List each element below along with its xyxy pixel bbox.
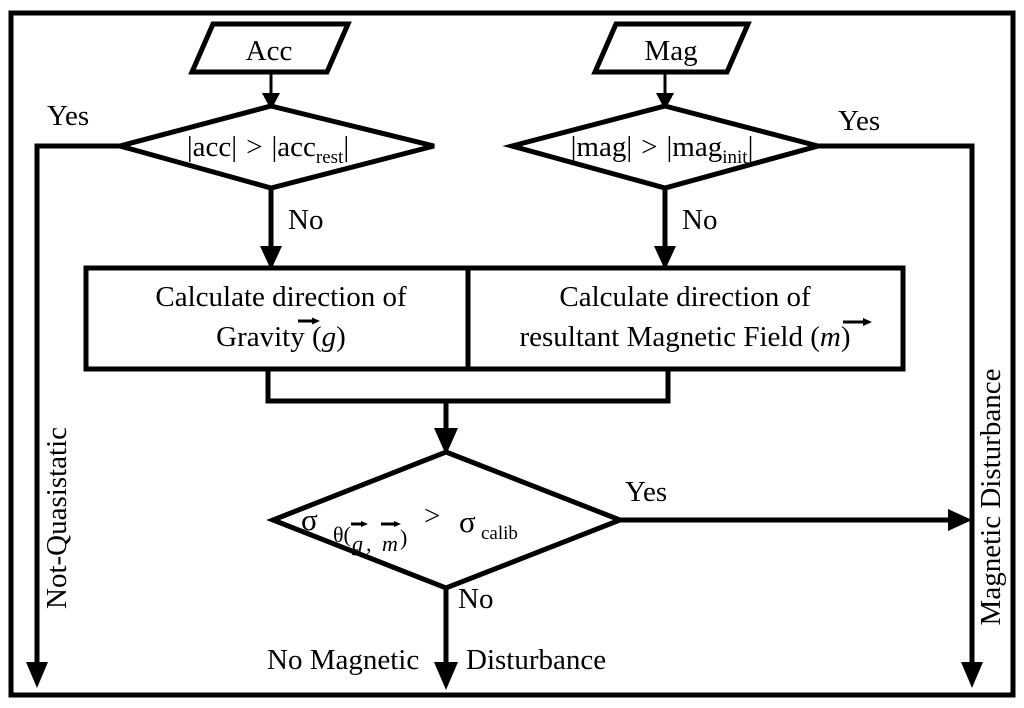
connector-acc-yes-left-rail (34, 143, 120, 672)
decision-acc-rhs-tail: | (343, 131, 349, 163)
outcome-not-quasistatic: Not-Quasistatic (41, 427, 73, 609)
decision-sigma-theta-open: θ( (333, 522, 351, 547)
outcome-magnetic-disturbance: Magnetic Disturbance (975, 369, 1007, 626)
decision-mag-lhs: |mag| (571, 131, 633, 163)
edge-label-sigma-yes: Yes (625, 476, 667, 508)
vector-m-glyph: m (820, 321, 841, 353)
decision-sigma-op: > (424, 500, 440, 532)
vector-arrowhead-g-sigma (361, 521, 368, 527)
input-node-acc[interactable] (188, 21, 352, 75)
decision-mag-rhs-base: |mag (667, 131, 723, 163)
decision-sigma-vec-g: g (352, 531, 363, 556)
connector-merge-bus (265, 369, 671, 404)
arrowhead-magnetic-disturbance (961, 662, 983, 688)
decision-sigma-vec-m: m (382, 531, 398, 556)
decision-mag-rhs-sub: init (722, 147, 748, 168)
process-node-magfield[interactable] (465, 265, 906, 372)
decision-sigma-theta-close: ) (400, 525, 407, 550)
decision-sigma-symbol: σ (301, 502, 318, 537)
process-gravity-post: ) (336, 321, 346, 353)
decision-node-acc-label: |acc| > |accrest| (187, 131, 349, 168)
process-magfield-line2: resultant Magnetic Field (m) (519, 321, 850, 353)
decision-mag-rhs-tail: | (748, 131, 754, 163)
arrowhead-acc-no (260, 246, 282, 270)
process-gravity-pre: Gravity ( (216, 321, 322, 353)
process-node-gravity[interactable] (83, 265, 478, 372)
connector-mag-yes-right-rail (818, 143, 975, 672)
input-node-mag-label: Mag (644, 35, 697, 67)
decision-sigma-symbol-2: σ (459, 504, 476, 539)
arrowhead-merge-to-sigma (434, 428, 458, 455)
decision-node-mag[interactable] (502, 103, 828, 191)
arrowhead-mag-no (654, 246, 676, 270)
decision-acc-op: > (246, 131, 262, 163)
vector-arrowhead-m (863, 318, 872, 326)
vector-arrowhead-m-sigma (394, 521, 401, 527)
process-gravity-line2: Gravity (g) (216, 321, 346, 353)
edge-label-acc-no: No (288, 204, 323, 236)
arrowhead-no-magnetic-disturbance (434, 662, 458, 690)
arrowhead-acc-to-decision (262, 93, 280, 110)
decision-acc-rhs-sub: rest (316, 147, 344, 168)
decision-acc-rhs-base: |acc (271, 131, 315, 163)
decision-sigma-sub-calib: calib (481, 523, 518, 544)
decision-sigma-comma: , (366, 531, 372, 556)
process-magfield-line1: Calculate direction of (559, 281, 811, 313)
process-gravity-line1: Calculate direction of (155, 281, 407, 313)
outcome-no-magnetic-disturbance-post: Disturbance (466, 644, 606, 676)
arrowhead-not-quasistatic (26, 662, 48, 688)
decision-node-sigma[interactable] (266, 449, 627, 591)
edge-label-mag-yes: Yes (838, 105, 880, 137)
decision-node-mag-label: |mag|> |maginit| (571, 131, 754, 168)
decision-mag-op: > (641, 131, 657, 163)
edge-label-sigma-no: No (458, 583, 493, 615)
arrowhead-mag-to-decision (656, 93, 674, 110)
outcome-no-magnetic-disturbance-pre: No Magnetic (267, 644, 419, 676)
arrowhead-sigma-yes (948, 509, 972, 531)
outer-frame (8, 10, 1016, 698)
process-magfield-post: ) (841, 321, 851, 353)
process-magfield-pre: resultant Magnetic Field ( (519, 321, 819, 353)
edge-label-mag-no: No (682, 204, 717, 236)
vector-arrowhead-g (312, 317, 320, 325)
input-node-mag[interactable] (591, 21, 752, 75)
edge-label-acc-yes: Yes (47, 100, 89, 132)
decision-acc-lhs: |acc| (187, 131, 237, 163)
input-node-acc-label: Acc (246, 35, 293, 67)
vector-g-glyph: g (322, 321, 337, 353)
